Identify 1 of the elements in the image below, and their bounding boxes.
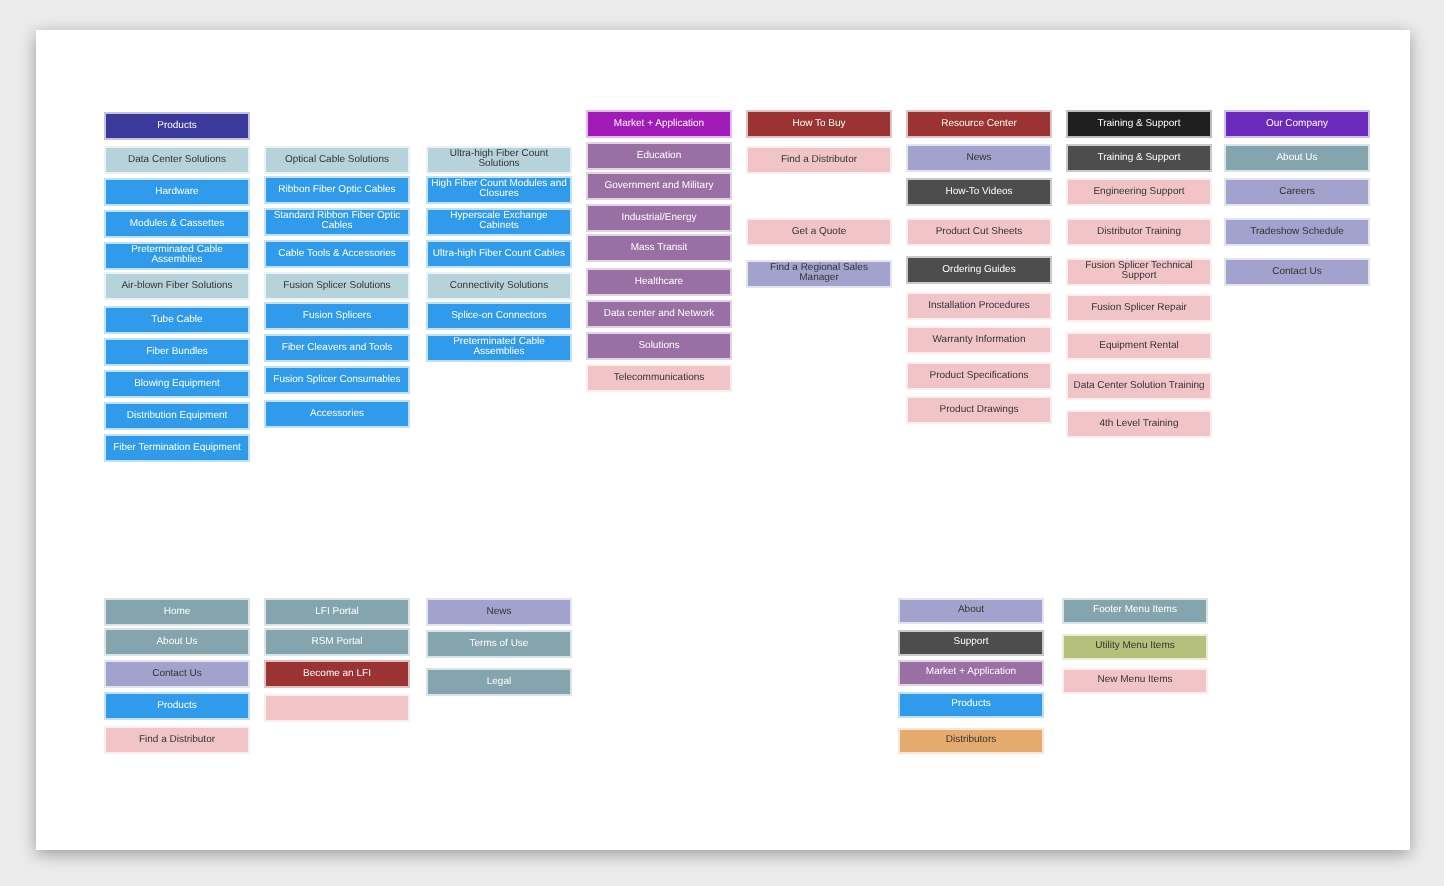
empty-box bbox=[264, 694, 410, 722]
